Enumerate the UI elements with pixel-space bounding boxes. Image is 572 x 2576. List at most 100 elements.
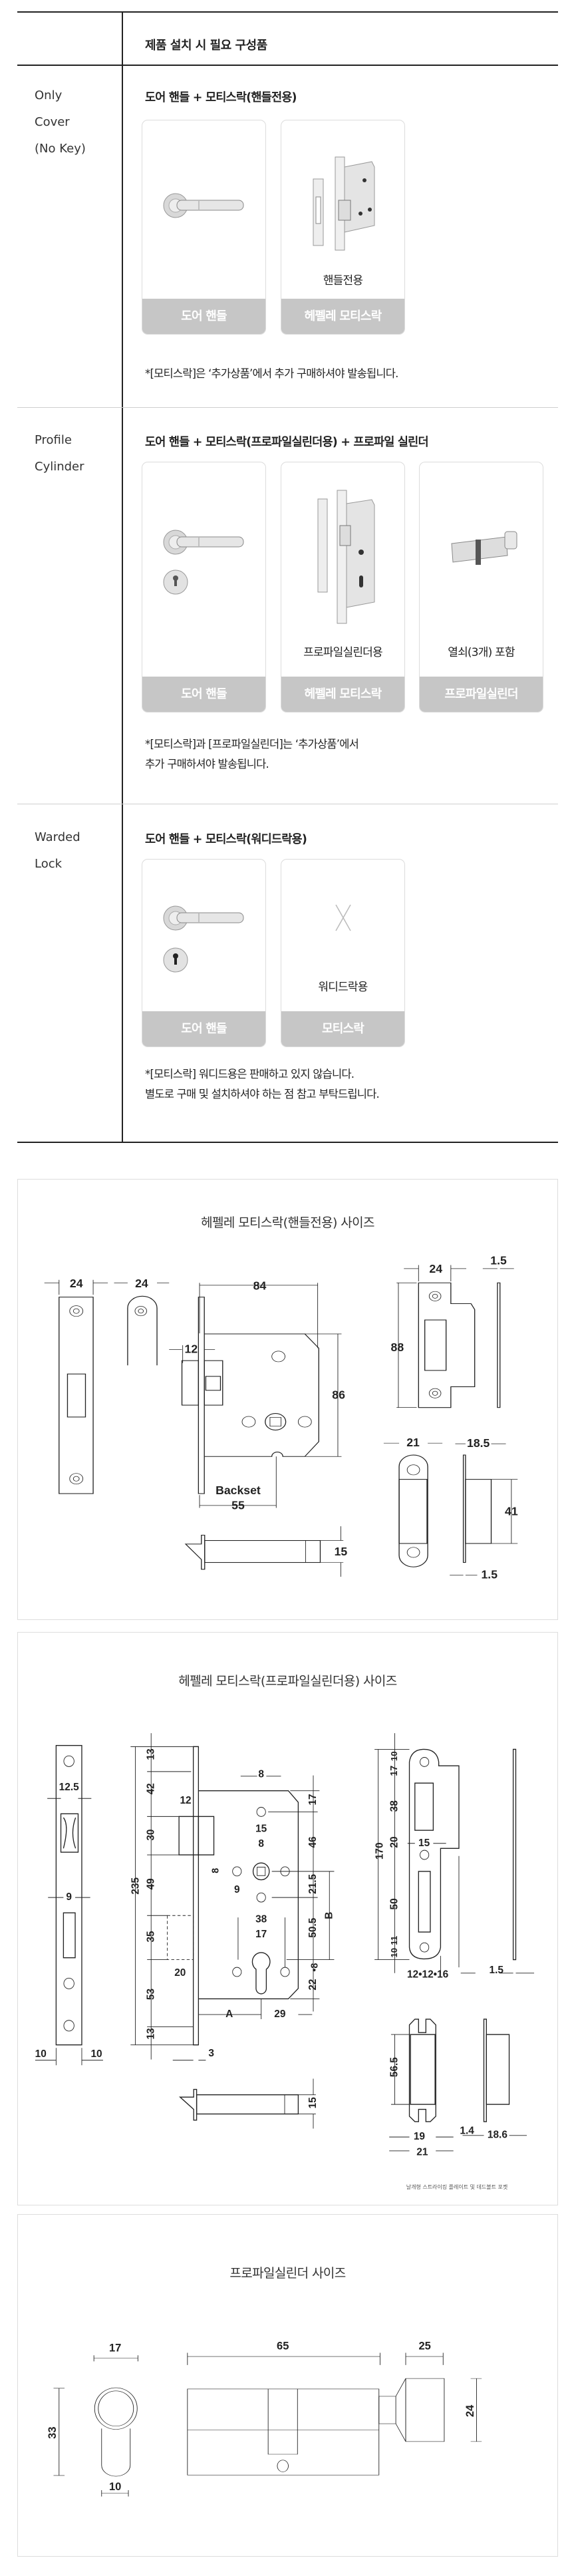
lock-body-drawing xyxy=(130,1733,335,2129)
dimension-label: 18.6 xyxy=(488,2129,507,2140)
dimension-label: 38 xyxy=(389,1800,400,1812)
dimension-label: 235 xyxy=(130,1877,142,1895)
cylinder-drawing xyxy=(187,2352,482,2476)
dimension-label: 13 xyxy=(145,1748,156,1760)
dimension-label: 35 xyxy=(145,1931,156,1943)
dimension-label: 1.4 xyxy=(460,2126,474,2137)
drawing-caption: 날개형 스트라이킹 플레이트 및 데드볼트 포켓 xyxy=(406,2184,508,2190)
dimension-label: 86 xyxy=(332,1388,345,1401)
mortise-profile-dimension-drawing: 12.5 9 10 10 235 13 42 30 49 35 53 13 8 … xyxy=(35,1733,535,2158)
door-handle-image xyxy=(163,193,244,218)
escutcheon-drawing xyxy=(53,2355,138,2497)
dimension-label: 12•12•16 xyxy=(407,1969,449,1981)
dimension-label: 50 xyxy=(389,1898,400,1909)
section-title: 헤펠레 모티스락(핸들전용) 사이즈 xyxy=(201,1215,374,1230)
dimension-label: 41 xyxy=(505,1504,518,1518)
dimension-label: 56.5 xyxy=(389,2057,400,2077)
row-title: 도어 핸들 + 모티스락(핸들전용) xyxy=(145,91,297,104)
label-line: Warded xyxy=(35,830,80,844)
dimension-label: 50.5 xyxy=(307,1917,319,1937)
card-footer-label: 도어 핸들 xyxy=(142,677,265,712)
label-line: Cover xyxy=(35,115,70,129)
dimension-label: 65 xyxy=(277,2340,289,2352)
dimension-label: 15 xyxy=(307,2097,319,2109)
card-footer-label: 모티스락 xyxy=(281,1011,404,1046)
table-header-border xyxy=(17,65,558,66)
dimension-label: 11 xyxy=(389,1936,399,1945)
card-footer-label: 헤펠레 모티스락 xyxy=(281,299,404,334)
card-footer-label: 헤펠레 모티스락 xyxy=(281,677,404,712)
profile-cylinder-image xyxy=(451,531,517,565)
dimension-label: 10 xyxy=(90,2048,102,2060)
dimension-label: 15 xyxy=(335,1545,348,1558)
profile-cylinder-dimension-drawing: 17 33 10 65 25 24 xyxy=(46,2340,482,2497)
card-footer-label: 도어 핸들 xyxy=(142,1011,265,1046)
dimension-label: 13 xyxy=(145,2028,156,2040)
dimension-label: 10 xyxy=(35,2048,47,2060)
label-line: Cylinder xyxy=(35,460,84,474)
product-card-door-handle: 도어 핸들 xyxy=(142,462,266,713)
note-line: 추가 구매하셔야 발송됩니다. xyxy=(145,758,269,770)
row-title: 도어 핸들 + 모티스락(프로파일실린더용) + 프로파일 실린더 xyxy=(145,436,429,449)
dimension-label: 24 xyxy=(70,1277,83,1290)
dimension-label: 10 xyxy=(389,1948,399,1958)
table-top-border xyxy=(17,11,558,13)
product-card-mortise-lock: 핸들전용 헤펠레 모티스락 xyxy=(281,120,405,335)
dimension-label: 10 xyxy=(389,1751,399,1761)
dimension-label: 8 xyxy=(258,1838,264,1850)
mortise-lock-image xyxy=(313,156,375,251)
size-section-mortise-handle: 24 24 84 12 86 Backset 55 15 24 1.5 88 2… xyxy=(17,1179,558,1620)
dimension-label: 1.5 xyxy=(490,1253,507,1267)
dimension-label: 25 xyxy=(418,2340,430,2352)
product-card-profile-cylinder: 열쇠(3개) 포함 프로파일실린더 xyxy=(419,462,543,713)
label-line: Lock xyxy=(35,857,63,871)
label-line: Only xyxy=(35,88,63,102)
dimension-label: 19 xyxy=(414,2131,425,2142)
mortise-lock-profile-image xyxy=(317,490,375,624)
dimension-label: 3 xyxy=(208,2048,214,2059)
note-line: *[모티스락]과 [프로파일실린더]는 ‘추가상품’에서 xyxy=(145,738,359,750)
strike-plate-drawing xyxy=(374,1733,535,1974)
dimension-label: 42 xyxy=(145,1783,156,1794)
dimension-label: 22 xyxy=(307,1979,319,1991)
dimension-label: B xyxy=(323,1912,335,1919)
product-card-mortise-lock-profile: 프로파일실린더용 헤펠레 모티스락 xyxy=(281,462,405,713)
dimension-label: 1.5 xyxy=(490,1965,504,1976)
dimension-label: 38 xyxy=(255,1914,267,1925)
dimension-label: 21 xyxy=(416,2146,428,2158)
dimension-label: 53 xyxy=(145,1989,156,2001)
dimension-label: A xyxy=(225,2009,233,2020)
size-section-mortise-profile: 12.5 9 10 10 235 13 42 30 49 35 53 13 8 … xyxy=(17,1632,558,2205)
table-header: 제품 설치 시 필요 구성품 xyxy=(145,39,267,53)
row-title: 도어 핸들 + 모티스락(워디드락용) xyxy=(145,833,307,846)
section-title: 프로파일실린더 사이즈 xyxy=(229,2266,346,2281)
strike-lip-drawing xyxy=(114,1282,170,1366)
dimension-label: 10 xyxy=(109,2480,121,2493)
dimension-label: 21 xyxy=(406,1436,420,1449)
label-line: Profile xyxy=(35,433,72,447)
dimension-label: 170 xyxy=(374,1842,385,1859)
row-divider xyxy=(17,407,558,408)
dimension-label: 17 xyxy=(307,1794,319,1805)
card-caption: 워디드락용 xyxy=(318,981,368,994)
dimension-label: 24 xyxy=(429,1262,442,1275)
row-label-only-cover: Only Cover (No Key) xyxy=(35,82,86,162)
dimension-label: 15 xyxy=(418,1838,430,1849)
dimension-label: 12 xyxy=(180,1795,191,1806)
backset-label: Backset xyxy=(215,1484,261,1497)
dimension-label: 8 xyxy=(211,1868,221,1873)
dimension-label: 8 xyxy=(258,1769,264,1780)
row-note: *[모티스락]과 [프로파일실린더]는 ‘추가상품’에서 추가 구매하셔야 발송… xyxy=(145,736,359,772)
dimension-label: 49 xyxy=(145,1878,156,1889)
lock-body-drawing xyxy=(169,1283,344,1577)
table-bottom-border xyxy=(17,1142,558,1143)
label-line: (No Key) xyxy=(35,142,86,156)
dimension-label: 33 xyxy=(46,2426,59,2438)
dimension-label: 12 xyxy=(185,1342,198,1355)
dimension-label: 17 xyxy=(109,2341,121,2354)
card-caption: 열쇠(3개) 포함 xyxy=(448,646,515,659)
dimension-label: 20 xyxy=(389,1836,400,1848)
section-title: 헤펠레 모티스락(프로파일실린더용) 사이즈 xyxy=(178,1674,397,1689)
dimension-label: 9 xyxy=(234,1884,240,1895)
x-icon xyxy=(335,904,351,931)
